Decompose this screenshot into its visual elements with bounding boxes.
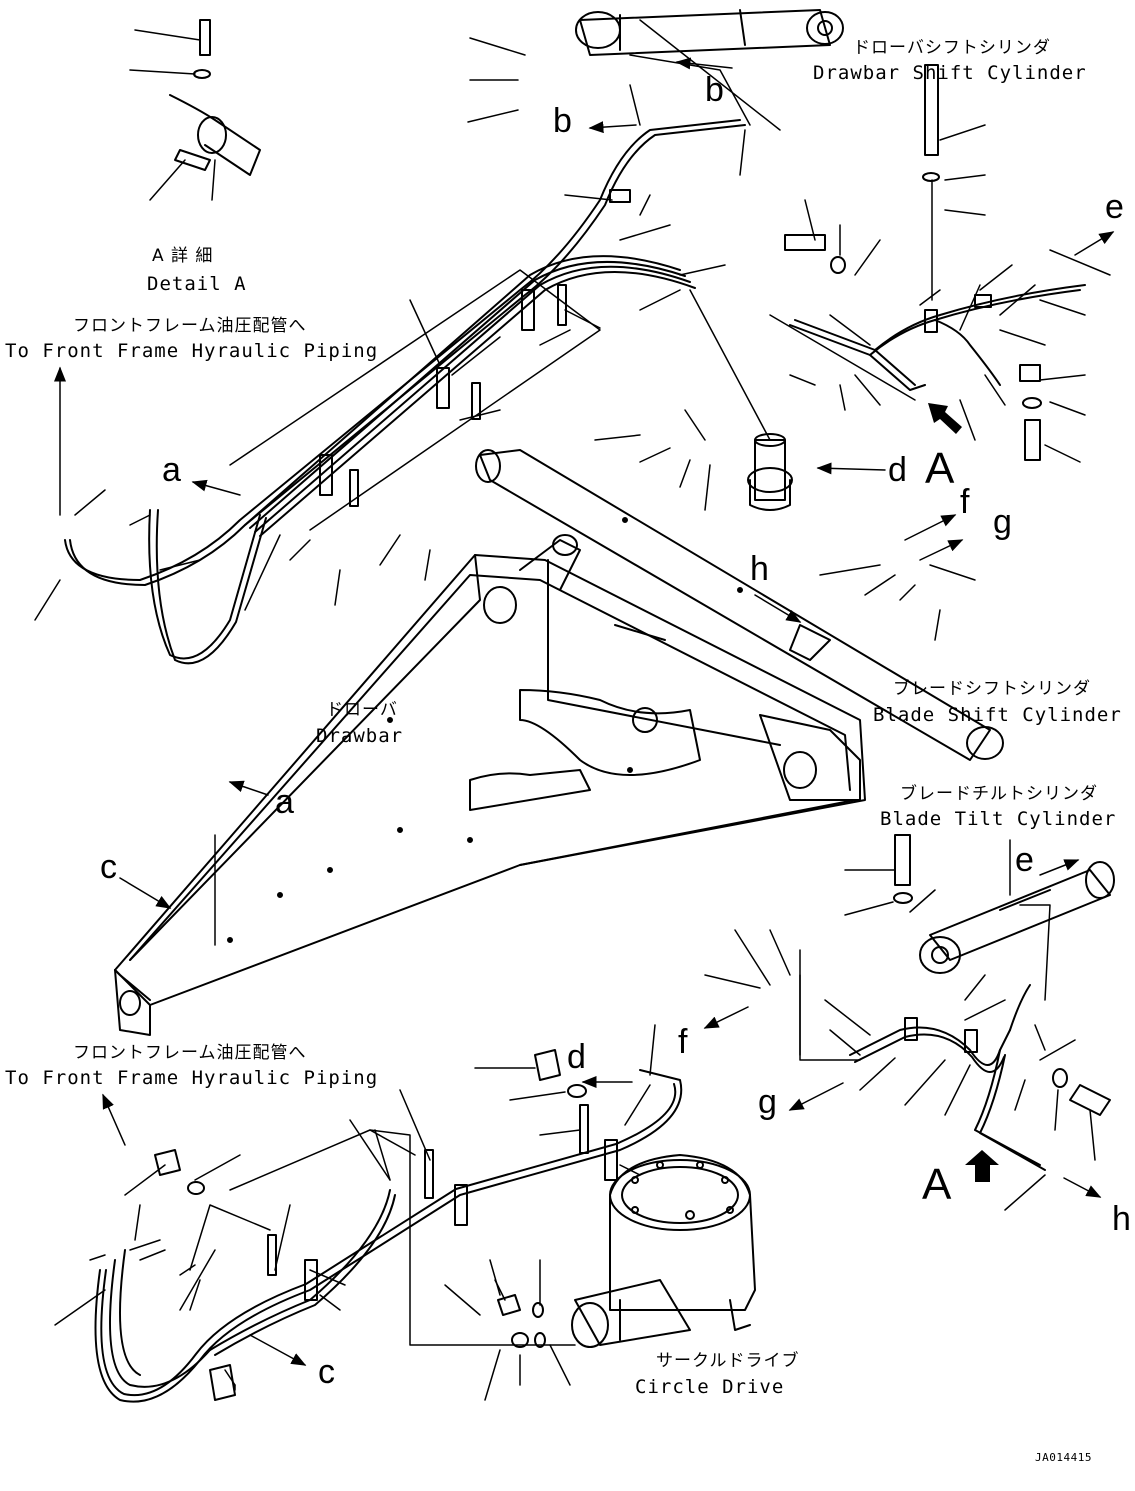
detail-a-marker-bottom: A (922, 1160, 952, 1209)
blade-shift-cylinder-jp-label: ブレードシフトシリンダ (893, 679, 1091, 699)
front-frame-jp-label-bottom: フロントフレーム油圧配管へ (73, 1043, 307, 1063)
callout-d-bottom: d (567, 1038, 586, 1076)
detail-a-marker-top: A (925, 444, 955, 493)
callout-a-mid: a (275, 783, 294, 821)
drawing-id: JA014415 (1035, 1451, 1092, 1464)
swivel-joint (747, 433, 793, 511)
lower-right-hoses (849, 984, 1111, 1171)
front-frame-en-label-top: To Front Frame Hyraulic Piping (5, 340, 379, 362)
blade-tilt-cylinder-en-label: Blade Tilt Cylinder (880, 808, 1117, 830)
callout-c-bottom: c (318, 1353, 335, 1391)
right-upper-hoses (784, 64, 1086, 461)
drawbar-frame (114, 534, 866, 1036)
callout-f-top: f (960, 483, 970, 521)
drawbar-shift-cylinder-en-label: Drawbar Shift Cylinder (813, 62, 1087, 84)
front-frame-jp-label-top: フロントフレーム油圧配管へ (73, 316, 307, 336)
callout-f-bottom: f (678, 1023, 688, 1061)
drawbar-jp-label: ドローバ (326, 700, 398, 720)
drawbar-shift-cylinder (575, 9, 844, 56)
callout-e-top: e (1105, 188, 1124, 226)
front-frame-en-label-bottom: To Front Frame Hyraulic Piping (5, 1067, 379, 1089)
detail-a-jp-label: A 詳 細 (152, 246, 214, 266)
blade-tilt-cylinder (893, 834, 1115, 974)
callout-d-top: d (888, 451, 907, 489)
blade-tilt-cylinder-jp-label: ブレードチルトシリンダ (900, 784, 1098, 804)
bracket-lines (189, 19, 1111, 1271)
callout-e-bottom: e (1015, 841, 1034, 879)
view-arrows (928, 403, 999, 1182)
drawbar-en-label: Drawbar (316, 725, 404, 747)
callout-a-top: a (162, 451, 181, 489)
callout-b-top: b (705, 71, 724, 109)
callout-g-top: g (993, 503, 1012, 541)
blade-shift-cylinder (475, 449, 1004, 761)
circle-drive (497, 1154, 756, 1348)
leader-lines (34, 29, 1096, 1401)
blade-shift-cylinder-en-label: Blade Shift Cylinder (873, 704, 1122, 726)
direction-arrows (54, 57, 1115, 1366)
lower-hose-bundle (94, 1049, 683, 1403)
detail-a-en-label: Detail A (147, 273, 247, 295)
callout-c-mid: c (100, 848, 117, 886)
upper-hose-bundle (64, 119, 746, 665)
circle-drive-en-label: Circle Drive (635, 1376, 785, 1398)
callout-h-bottom: h (1112, 1200, 1131, 1238)
callout-h-top: h (750, 550, 769, 588)
callout-b-left: b (553, 102, 572, 140)
detail-a-clamp (169, 19, 261, 176)
circle-drive-jp-label: サークルドライブ (656, 1351, 800, 1371)
callout-g-bottom: g (758, 1083, 777, 1121)
drawbar-shift-cylinder-jp-label: ドローバシフトシリンダ (853, 38, 1051, 58)
